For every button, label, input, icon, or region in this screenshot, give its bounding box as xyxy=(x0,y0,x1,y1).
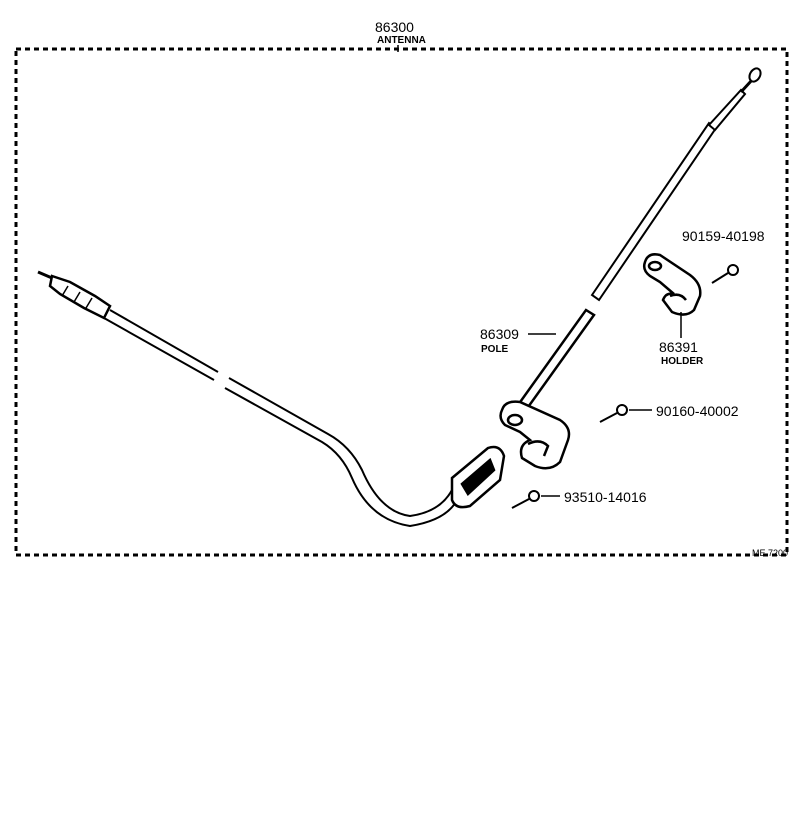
antenna-base-mount xyxy=(499,400,571,470)
label-screw-b-number: 90160-40002 xyxy=(656,403,739,419)
holder-part xyxy=(642,253,702,316)
screw-b-icon xyxy=(599,404,628,423)
screw-c-icon xyxy=(511,490,540,509)
cable-end-mount xyxy=(450,445,506,509)
label-screw-c-number: 93510-14016 xyxy=(564,489,647,505)
label-screw-a-number: 90159-40198 xyxy=(682,228,765,244)
label-pole-number: 86309 xyxy=(480,326,519,342)
pole-section xyxy=(516,308,596,412)
label-holder-name: HOLDER xyxy=(661,356,704,367)
assembly-part-number: 86300 xyxy=(375,19,414,35)
screw-a-icon xyxy=(711,264,739,284)
antenna-rod-upper xyxy=(590,67,762,302)
label-pole-name: POLE xyxy=(481,344,509,355)
drawing-code: ME 7200 xyxy=(752,548,788,558)
label-holder-number: 86391 xyxy=(659,339,698,355)
antenna-cable xyxy=(37,270,459,528)
assembly-name: ANTENNA xyxy=(377,35,426,46)
